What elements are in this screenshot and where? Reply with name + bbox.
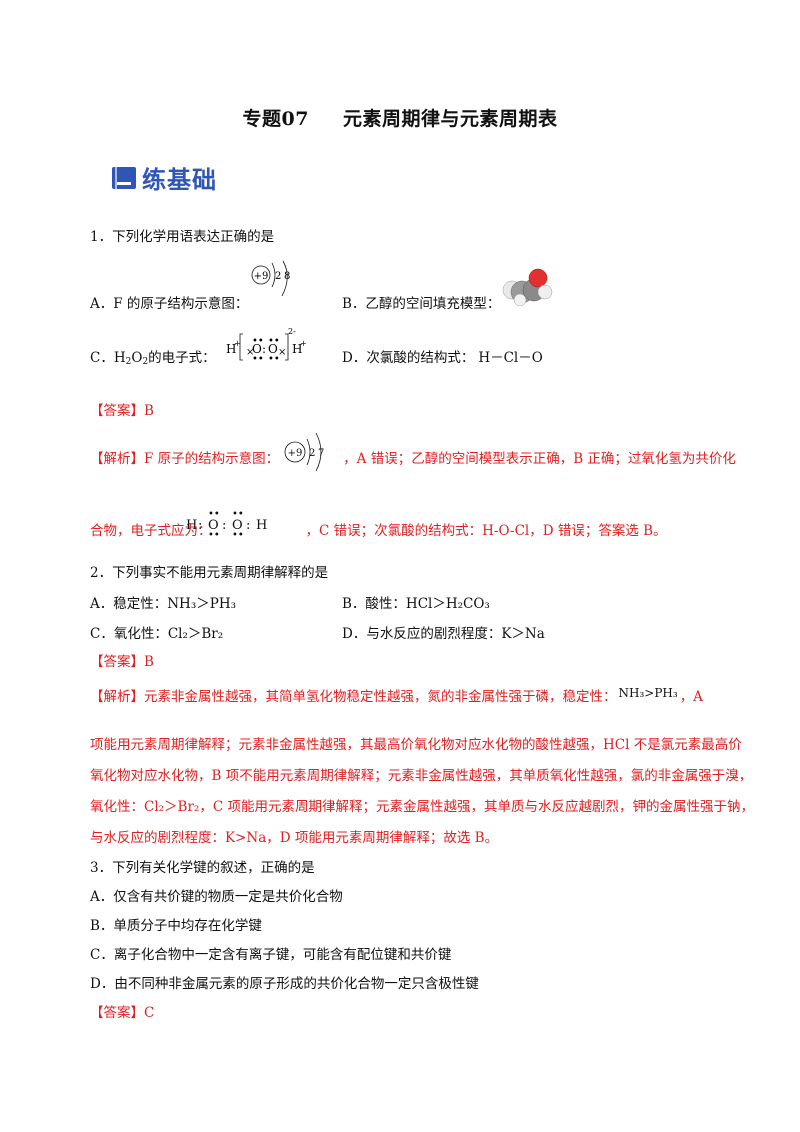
svg-text:×: × xyxy=(278,347,286,358)
q3-option-a: A．仅含有共价键的物质一定是共价化合物 xyxy=(90,889,343,905)
svg-text:O: O xyxy=(208,518,219,533)
svg-text:+: + xyxy=(300,339,307,348)
q2-option-c: C．氧化性：Cl₂＞Br₂ xyxy=(90,626,224,642)
svg-text:••: •• xyxy=(232,530,244,540)
svg-text:7: 7 xyxy=(318,448,324,459)
q1-stem: 1．下列化学用语表达正确的是 xyxy=(90,229,275,245)
ethanol-space-filling-model xyxy=(502,268,553,306)
q2-answer: 【答案】B xyxy=(90,654,154,670)
q2-analysis-line1: 【解析】元素非金属性越强，其简单氢化物稳定性越强，氮的非金属性强于磷，稳定性：N… xyxy=(90,686,703,705)
svg-text:2: 2 xyxy=(309,448,315,459)
f-atom-diagram-correct: +9 2 7 xyxy=(284,432,324,472)
q1-analysis-line1: 【解析】F 原子的结构示意图：，A 错误；乙醇的空间模型表示正确，B 正确；过氧… xyxy=(90,451,736,467)
h2o2-ionic-electron-formula: H + × O : O × •• •• •• •• 2- H + xyxy=(226,327,307,364)
q3-answer: 【答案】C xyxy=(90,1005,155,1021)
q3-option-d: D．由不同种非金属元素的原子形成的共价化合物一定只含极性键 xyxy=(90,976,479,992)
q1-option-d: D．次氯酸的结构式：H－Cl－O xyxy=(342,350,543,366)
q1-option-b: B．乙醇的空间填充模型： xyxy=(342,296,501,312)
svg-text:••: •• xyxy=(252,336,264,347)
title-prefix: 专题07 xyxy=(242,108,309,130)
q2-analysis-line3: 氧化物对应水化物，B 项不能用元素周期律解释；元素非金属性越强，其单质氧化性越强… xyxy=(90,768,753,784)
title-main: 元素周期律与元素周期表 xyxy=(342,108,558,130)
page-title: 专题07 元素周期律与元素周期表 xyxy=(0,104,800,131)
q3-stem: 3．下列有关化学键的叙述，正确的是 xyxy=(90,860,315,876)
svg-text:••: •• xyxy=(208,530,220,540)
svg-text:••: •• xyxy=(232,509,244,520)
section-header: 练基础 xyxy=(112,160,217,195)
q1-answer: 【答案】B xyxy=(90,403,154,419)
svg-text::: : xyxy=(222,518,226,533)
svg-text:H: H xyxy=(256,518,267,533)
svg-text:O: O xyxy=(268,342,278,356)
svg-text:+: + xyxy=(234,339,241,348)
q1-option-a: A．F 的原子结构示意图： xyxy=(90,296,249,312)
q2-stem: 2．下列事实不能用元素周期律解释的是 xyxy=(90,565,329,581)
svg-text::: : xyxy=(262,342,266,356)
q2-option-b: B．酸性：HCl＞H₂CO₃ xyxy=(342,596,490,612)
q2-analysis-line5: 与水反应的剧烈程度：K>Na，D 项能用元素周期律解释；故选 B。 xyxy=(90,830,499,846)
svg-text:••: •• xyxy=(268,336,280,347)
q2-option-d: D．与水反应的剧烈程度：K＞Na xyxy=(342,626,545,642)
f-atom-diagram-option-a: +9 2 8 xyxy=(251,260,290,297)
svg-text::: : xyxy=(198,518,202,533)
svg-text:O: O xyxy=(252,342,262,356)
q1-analysis-line2: 合物，电子式应为：，C 错误；次氯酸的结构式：H-O-Cl，D 错误；答案选 B… xyxy=(90,523,667,539)
svg-text:••: •• xyxy=(268,354,280,364)
svg-text::: : xyxy=(246,518,250,533)
svg-text:×: × xyxy=(246,347,254,358)
q3-option-c: C．离子化合物中一定含有离子键，可能含有配位键和共价键 xyxy=(90,947,452,963)
q2-analysis-line4: 氧化性：Cl₂＞Br₂，C 项能用元素周期律解释；元素金属性越强，其单质与水反应… xyxy=(90,799,754,815)
q1-option-c: C．H2O2的电子式： xyxy=(90,350,216,367)
book-icon xyxy=(112,166,136,189)
svg-text:••: •• xyxy=(208,509,220,520)
h2o2-covalent-electron-formula: H : O : O : H •• •• •• •• xyxy=(186,509,267,540)
svg-text:O: O xyxy=(232,518,243,533)
svg-text:H: H xyxy=(292,342,302,356)
svg-text:H: H xyxy=(226,342,236,356)
shell2-count: 8 xyxy=(284,271,290,282)
q2-analysis-line2: 项能用元素周期律解释；元素非金属性越强，其最高价氧化物对应水化物的酸性越强，HC… xyxy=(90,737,742,753)
shell1-count: 2 xyxy=(275,271,281,282)
section-label: 练基础 xyxy=(142,166,217,194)
svg-text:2-: 2- xyxy=(288,327,296,336)
q2-option-a: A．稳定性：NH₃＞PH₃ xyxy=(90,596,237,612)
q3-option-b: B．单质分子中均存在化学键 xyxy=(90,918,262,934)
svg-text:+9: +9 xyxy=(288,448,303,459)
nucleus-label: +9 xyxy=(254,271,269,282)
svg-text:H: H xyxy=(186,518,197,533)
svg-text:••: •• xyxy=(252,354,264,364)
